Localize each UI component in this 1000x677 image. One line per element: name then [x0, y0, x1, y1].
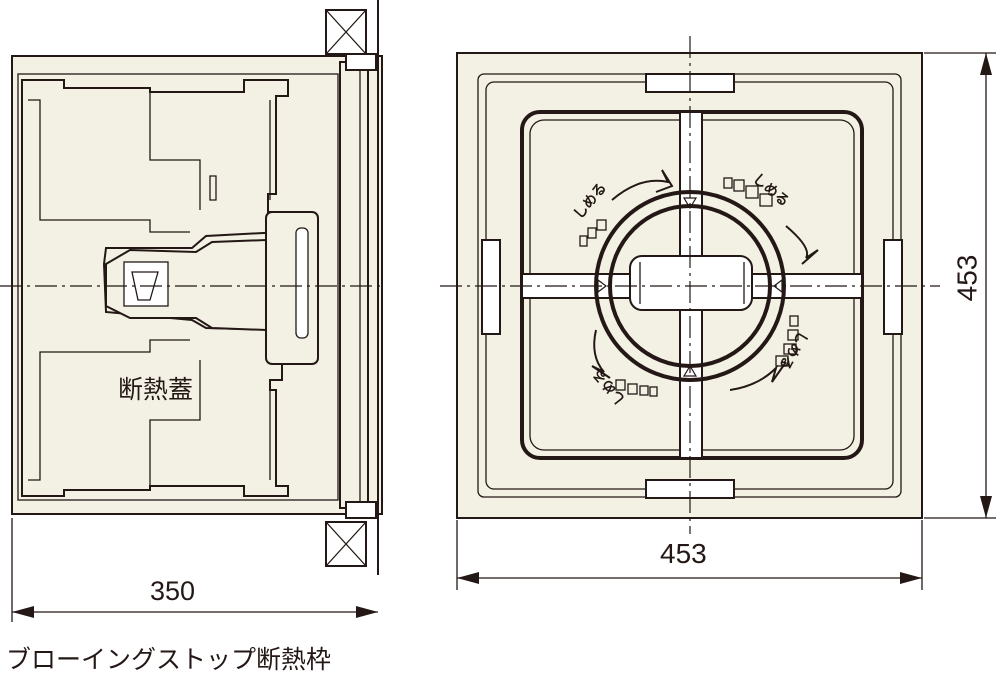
plan-view: しめる しめる しめる しめる [440, 36, 996, 590]
rotate-arrow-bottom-left [591, 329, 611, 379]
rotate-arrow-bottom-right [729, 361, 787, 391]
plan-center-grip [629, 255, 753, 311]
top-clip [345, 53, 377, 71]
side-flange [339, 61, 369, 509]
rotate-arrow-top-left [611, 169, 674, 201]
bottom-clip [345, 501, 377, 519]
lid-label: 断熱蓋 [118, 376, 194, 404]
side-view [0, 0, 385, 622]
plan-tab-right [883, 239, 903, 335]
rotate-arrow-top-right [785, 225, 819, 265]
plan-tab-left [481, 239, 501, 335]
side-width-label: 350 [150, 576, 196, 606]
side-inner-wall [17, 73, 339, 501]
plan-height-label: 453 [951, 254, 983, 302]
handle-grip [265, 211, 319, 365]
product-caption: ブローイングストップ断熱枠 [6, 646, 332, 674]
plan-width-label: 453 [660, 538, 707, 569]
